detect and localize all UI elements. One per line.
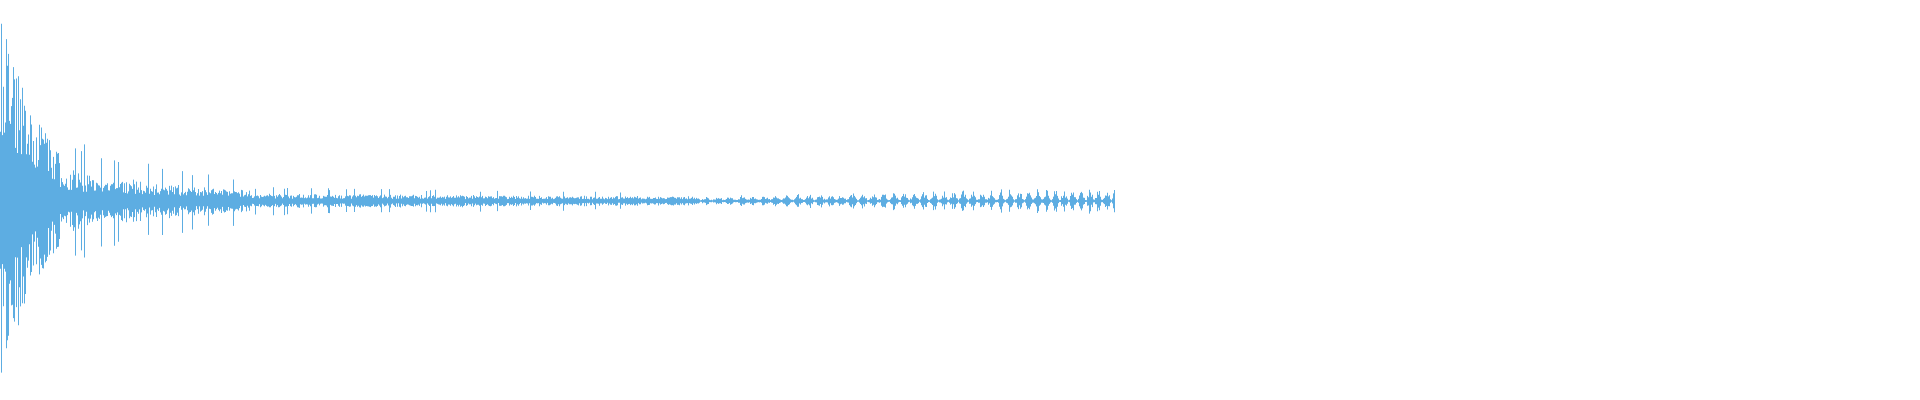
waveform-path [0, 23, 1115, 373]
waveform-bars [0, 23, 1115, 373]
